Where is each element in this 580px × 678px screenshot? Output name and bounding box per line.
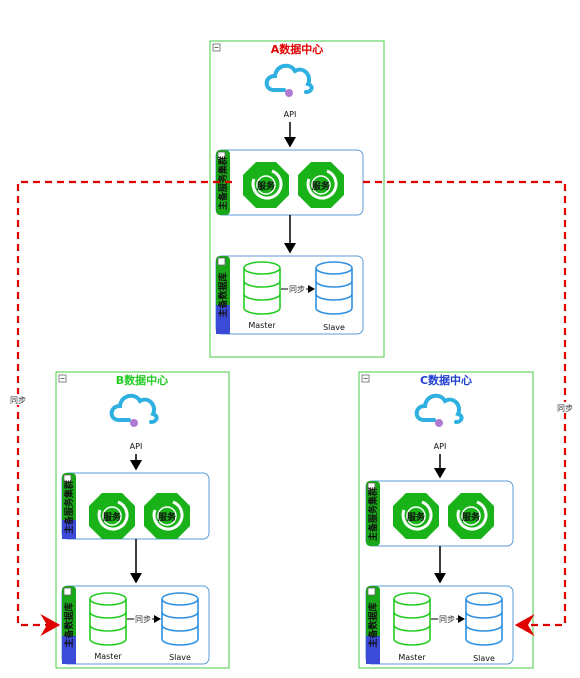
datacenter-b: B数据中心 API 主备服务集群 服务 服务 主备数据库 同步 Master S… bbox=[55, 371, 230, 669]
slave-db-icon bbox=[315, 261, 353, 315]
sync-label-right: 同步 bbox=[557, 404, 573, 413]
sync-label: 同步 bbox=[439, 615, 455, 624]
collapse-icon[interactable] bbox=[367, 482, 376, 491]
slave-db-icon bbox=[465, 592, 503, 646]
service-layer-label: 主备服务集群 bbox=[217, 156, 229, 210]
datacenter-c: C数据中心 API 主备服务集群 服务 服务 主备数据库 同步 Master S… bbox=[358, 371, 534, 669]
db-layer-label: 主备数据库 bbox=[217, 272, 229, 317]
collapse-icon[interactable] bbox=[217, 151, 226, 160]
service-label: 服务 bbox=[407, 511, 426, 523]
db-layer-label: 主备数据库 bbox=[367, 602, 379, 647]
service-label: 服务 bbox=[158, 511, 177, 523]
service-label: 服务 bbox=[103, 511, 122, 523]
collapse-icon[interactable] bbox=[217, 257, 226, 266]
sync-label: 同步 bbox=[135, 615, 151, 624]
master-db-icon bbox=[243, 261, 281, 315]
service-layer-tab bbox=[366, 481, 380, 546]
master-label: Master bbox=[94, 652, 122, 661]
datacenter-c-title: C数据中心 bbox=[420, 373, 472, 387]
slave-label: Slave bbox=[169, 653, 191, 662]
collapse-icon[interactable] bbox=[63, 587, 72, 596]
datacenter-a: A数据中心 API 主备服务集群 服务 服务 主备数据库 同步 Master S… bbox=[209, 40, 385, 358]
datacenter-b-title: B数据中心 bbox=[116, 373, 168, 387]
api-endpoint-icon bbox=[130, 419, 138, 427]
master-db-icon bbox=[393, 592, 431, 646]
master-label: Master bbox=[248, 321, 276, 330]
api-label: API bbox=[284, 110, 297, 119]
cross-dc-sync: 同步 同步 bbox=[6, 180, 577, 636]
api-endpoint-icon bbox=[285, 89, 293, 97]
slave-db-icon bbox=[161, 592, 199, 646]
collapse-icon[interactable] bbox=[367, 587, 376, 596]
master-label: Master bbox=[398, 653, 426, 662]
service-layer-label: 主备服务集群 bbox=[63, 480, 75, 534]
service-layer-tab bbox=[216, 150, 230, 215]
service-label: 服务 bbox=[312, 180, 331, 192]
db-layer-label: 主备数据库 bbox=[63, 602, 75, 647]
master-db-icon bbox=[89, 592, 127, 646]
api-endpoint-icon bbox=[435, 419, 443, 427]
api-label: API bbox=[130, 442, 143, 451]
service-layer-label: 主备服务集群 bbox=[367, 487, 379, 541]
sync-label-left: 同步 bbox=[10, 396, 26, 405]
slave-label: Slave bbox=[473, 654, 495, 663]
slave-label: Slave bbox=[323, 323, 345, 332]
service-label: 服务 bbox=[257, 180, 276, 192]
sync-label: 同步 bbox=[289, 285, 305, 294]
service-label: 服务 bbox=[462, 511, 481, 523]
api-label: API bbox=[434, 442, 447, 451]
datacenter-a-title: A数据中心 bbox=[271, 42, 324, 56]
collapse-icon[interactable] bbox=[63, 474, 72, 483]
